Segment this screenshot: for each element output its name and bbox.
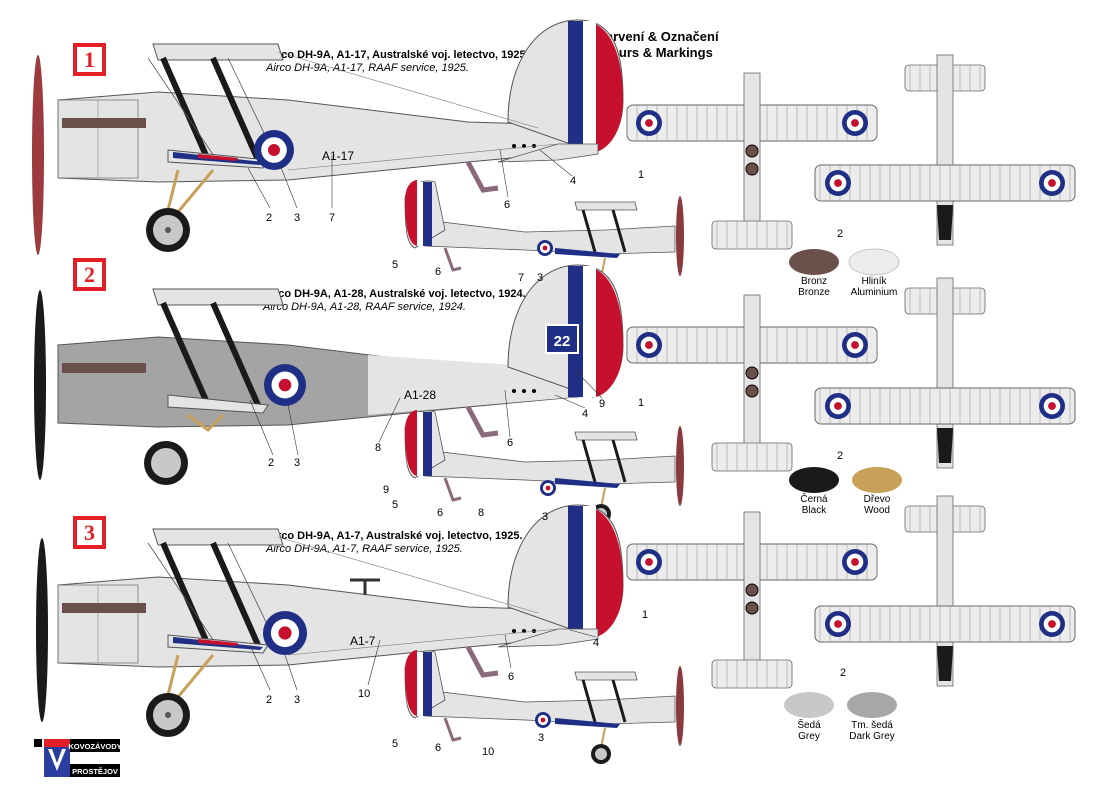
callout-s1s-6: 6: [435, 266, 441, 278]
scheme-3-side-view: A1-7: [36, 505, 623, 737]
callout-s3-6: 6: [508, 671, 514, 683]
scheme-3-plan-upper: [627, 512, 877, 688]
header-english: Colours & Markings: [590, 45, 713, 60]
scheme-1-title-czech: Airco DH-9A, A1-17, Australské voj. lete…: [266, 49, 529, 61]
scheme-3-propeller: [36, 538, 48, 722]
scheme-1-propeller: [32, 55, 44, 255]
callout-s3s-5: 5: [392, 738, 398, 750]
logo-line1: KOVOZÁVODY: [68, 742, 121, 751]
callout-s2-8: 8: [375, 442, 381, 454]
callout-s1s-3: 3: [537, 272, 543, 284]
callout-s1p-2: 2: [837, 228, 843, 240]
callout-s1-4: 4: [570, 175, 576, 187]
callout-s2p-1: 1: [638, 397, 644, 409]
scheme-2-title-czech: Airco DH-9A, A1-28, Australské voj. lete…: [263, 288, 526, 300]
scheme-2-tail-number: 22: [554, 333, 571, 350]
callout-s3-10: 10: [358, 688, 370, 700]
callout-s2s-3: 3: [542, 511, 548, 523]
callout-s3s-3: 3: [538, 732, 544, 744]
callout-s2-6: 6: [507, 437, 513, 449]
callout-s1p-1: 1: [638, 169, 644, 181]
scheme-1-number: 1: [77, 47, 102, 72]
header-czech: Zbarvení & Označení: [590, 29, 719, 44]
callout-s1-2: 2: [266, 212, 272, 224]
scheme-1-plan-upper: [627, 73, 877, 249]
scheme-1-side-view: A1-17: [32, 20, 623, 255]
callout-s3-3: 3: [294, 694, 300, 706]
scheme-3-fuselage-roundel: [263, 611, 307, 655]
scheme-2-plan-lower: [815, 278, 1075, 468]
callout-s1-7: 7: [329, 212, 335, 224]
callout-s2p-2: 2: [837, 450, 843, 462]
scheme-2-side-view: 22 A1-28: [34, 264, 624, 485]
callout-s1-6: 6: [504, 199, 510, 211]
scheme-2-propeller: [34, 290, 46, 480]
scheme-1-plan-lower: [815, 55, 1075, 245]
callout-s3p-1: 1: [642, 609, 648, 621]
scheme-1-fuselage-roundel: [254, 130, 294, 170]
scheme-2-serial: A1-28: [404, 388, 436, 402]
swatch-grey: [784, 692, 834, 718]
scheme-3-badge: 3: [73, 516, 106, 549]
scheme-2-badge: 2: [73, 258, 106, 291]
scheme-3-plan-lower: [815, 496, 1075, 686]
callout-s1s-7: 7: [518, 272, 524, 284]
callout-s2s-6: 6: [437, 507, 443, 519]
swatch-black: [789, 467, 839, 493]
callout-s3s-6: 6: [435, 742, 441, 754]
scheme-2-number: 2: [77, 262, 102, 287]
callout-s2s-9: 9: [383, 484, 389, 496]
callout-s2-4: 4: [582, 408, 588, 420]
callout-s3s-10: 10: [482, 746, 494, 758]
scheme-3-serial: A1-7: [350, 634, 376, 648]
swatch-wood: [852, 467, 902, 493]
scheme-1-serial: A1-17: [322, 149, 354, 163]
swatch-aluminium: [848, 248, 900, 276]
scheme-2-fuselage-roundel: [264, 364, 306, 406]
logo-line2: PROSTĚJOV: [72, 767, 118, 776]
callout-s2s-8: 8: [478, 507, 484, 519]
scheme-3-small-view: [403, 648, 686, 766]
callout-s2-2: 2: [268, 457, 274, 469]
callout-s2s-5: 5: [392, 499, 398, 511]
swatch-dark-grey: [847, 692, 897, 718]
scheme-3-title-english: Airco DH-9A, A1-7, RAAF service, 1925.: [266, 543, 463, 555]
scheme-3-number: 3: [77, 520, 102, 545]
scheme-3-title-czech: Airco DH-9A, A1-7, Australské voj. letec…: [266, 530, 523, 542]
callout-s3p-2: 2: [840, 667, 846, 679]
scheme-2-plan-upper: [627, 295, 877, 471]
scheme-2-title-english: Airco DH-9A, A1-28, RAAF service, 1924.: [263, 301, 466, 313]
swatch-bronze: [789, 249, 839, 275]
callout-s3-2: 2: [266, 694, 272, 706]
callout-s2-3: 3: [294, 457, 300, 469]
callout-s1s-5: 5: [392, 259, 398, 271]
kovozavody-logo: KOVOZÁVODY PROSTĚJOV: [34, 739, 124, 779]
scheme-1-title-english: Airco DH-9A, A1-17, RAAF service, 1925.: [266, 62, 469, 74]
scheme-1-badge: 1: [73, 43, 106, 76]
callout-s1-3: 3: [294, 212, 300, 224]
callout-s2-9: 9: [599, 398, 605, 410]
callout-s3-4: 4: [593, 637, 599, 649]
scheme-2-small-view: [403, 408, 686, 526]
